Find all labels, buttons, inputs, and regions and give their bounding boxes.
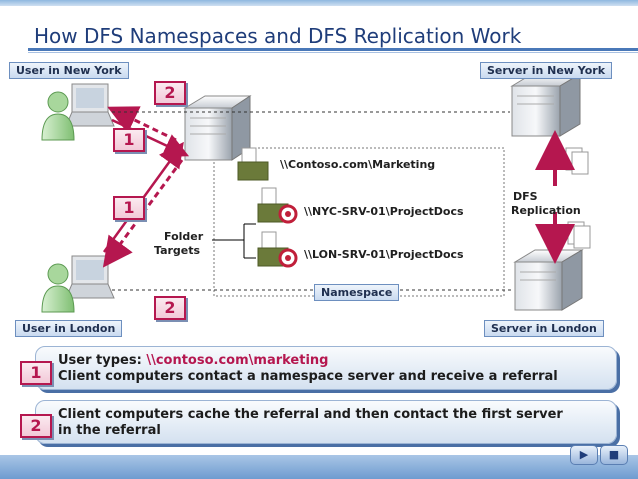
namespace-server-icon — [183, 95, 252, 161]
label-user-london: User in London — [15, 320, 123, 337]
slide-title: How DFS Namespaces and DFS Replication W… — [34, 24, 522, 48]
step-panel-2-badge: 2 — [20, 414, 52, 438]
step-2-line2: in the referral — [58, 423, 161, 438]
title-rule — [28, 48, 638, 51]
dfs-replication-label-line1: DFS — [513, 190, 538, 203]
step-1-line2: Client computers contact a namespace ser… — [58, 369, 558, 384]
target-nyc-path: \\NYC-SRV-01\ProjectDocs — [304, 205, 464, 218]
forward-icon: ▶ — [579, 448, 589, 461]
step-panel-1: User types: \\contoso.com\marketing Clie… — [35, 346, 617, 390]
bottom-bar — [0, 455, 638, 479]
step-panel-2: Client computers cache the referral and … — [35, 400, 617, 444]
label-server-new-york: Server in New York — [480, 62, 613, 79]
title-rule-thin — [28, 52, 638, 53]
step-badge-1-upper: 1 — [113, 128, 145, 152]
user-london-icon — [41, 255, 115, 313]
namespace-path: \\Contoso.com\Marketing — [280, 158, 436, 171]
dfs-replication-label-line2: Replication — [511, 204, 581, 217]
step-2-line1: Client computers cache the referral and … — [58, 407, 563, 422]
label-user-new-york: User in New York — [9, 62, 129, 79]
stop-icon: ■ — [608, 448, 620, 461]
forward-button[interactable]: ▶ — [570, 445, 598, 465]
folder-targets-label-line1: Folder — [164, 230, 204, 243]
stop-button[interactable]: ■ — [600, 445, 628, 465]
folder-targets-bracket — [212, 223, 256, 259]
step-1-prefix: User types: — [58, 353, 147, 368]
namespace-boundary — [213, 147, 505, 297]
referral-arrow-london — [102, 159, 184, 268]
target-lon-path: \\LON-SRV-01\ProjectDocs — [304, 248, 464, 261]
lon-target-folder-icon — [257, 231, 298, 268]
step-badge-1-lower: 1 — [113, 196, 145, 220]
label-server-london: Server in London — [484, 320, 604, 337]
step-1-accent-path: \\contoso.com\marketing — [146, 353, 329, 368]
replication-documents-icon — [565, 147, 591, 249]
step-badge-2-bottom: 2 — [154, 296, 186, 320]
folder-targets-label-line2: Targets — [154, 244, 201, 257]
step-1-line1: User types: \\contoso.com\marketing — [58, 353, 328, 369]
server-new-york-icon — [510, 73, 582, 137]
label-namespace: Namespace — [314, 284, 400, 301]
server-london-icon — [513, 249, 584, 311]
namespace-folder-icon — [237, 147, 269, 181]
top-accent-bar — [0, 0, 638, 6]
step-panel-1-badge: 1 — [20, 361, 52, 385]
user-new-york-icon — [41, 83, 115, 141]
step-badge-2-top: 2 — [154, 81, 186, 105]
nyc-target-folder-icon — [257, 187, 298, 224]
